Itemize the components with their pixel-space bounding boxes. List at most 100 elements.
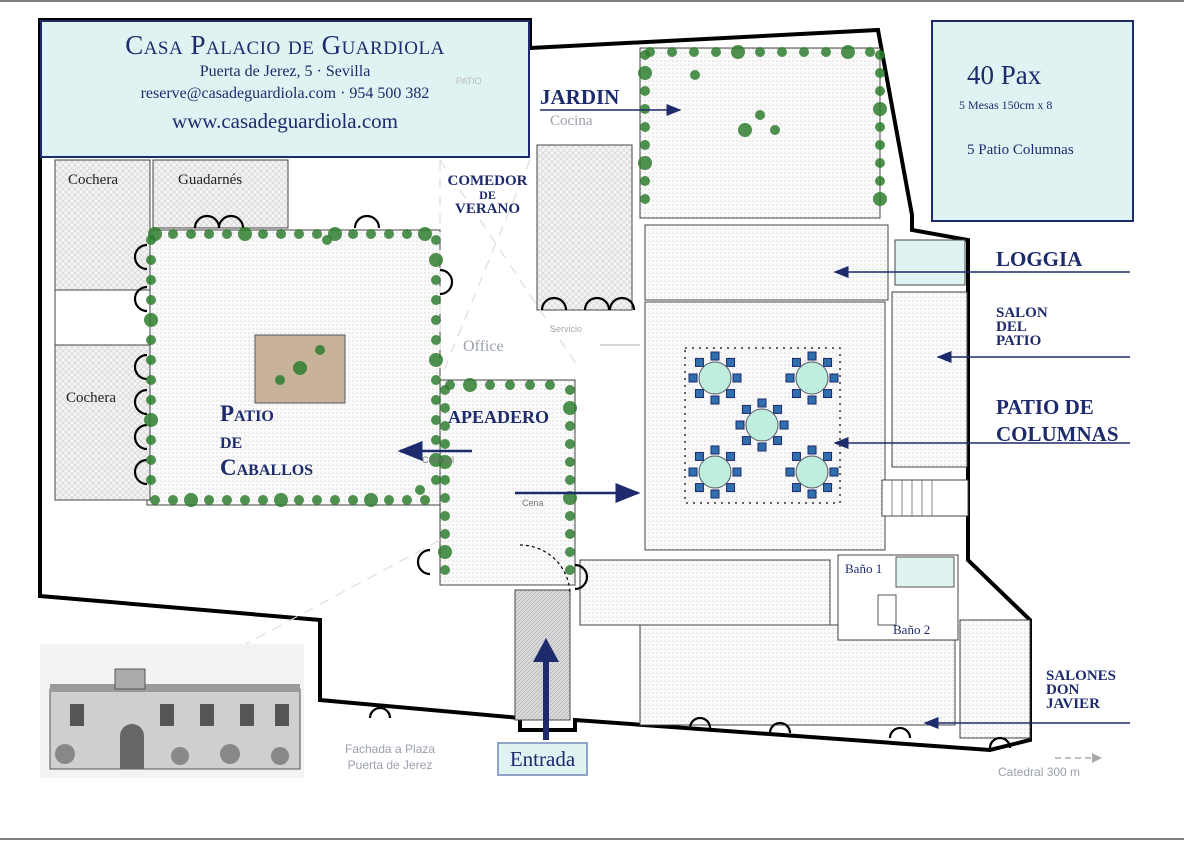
label-loggia: LOGGIA (996, 247, 1083, 271)
plant (640, 122, 650, 132)
plant (638, 66, 652, 80)
plant (565, 439, 575, 449)
chair (710, 445, 720, 455)
chair (791, 483, 801, 493)
label-patio-columnas-line1: PATIO DE (996, 395, 1094, 419)
facade-caption-line1: Fachada a Plaza (345, 742, 436, 756)
plant (429, 353, 443, 367)
round-table (688, 445, 742, 499)
label-jardin: JARDIN (540, 85, 620, 109)
plant (545, 380, 555, 390)
chair (773, 404, 783, 414)
label-cochera-2: Cochera (66, 390, 116, 406)
label-cocina: Cocina (550, 113, 593, 129)
plant (440, 511, 450, 521)
plant (438, 455, 452, 469)
plant (875, 68, 885, 78)
plant (402, 495, 412, 505)
plant (440, 475, 450, 485)
plant (799, 47, 809, 57)
label-salon-line1: SALON (996, 305, 1048, 321)
plant (294, 229, 304, 239)
chair (726, 357, 736, 367)
chair (829, 373, 839, 383)
plant (438, 545, 452, 559)
plant (440, 421, 450, 431)
plant (222, 495, 232, 505)
capacity-box: 40 Pax 5 Mesas 150cm x 8 5 Patio Columna… (931, 20, 1134, 222)
label-bano-1: Baño 1 (845, 561, 883, 576)
plant (146, 475, 156, 485)
venue-website[interactable]: www.casadeguardiola.com (171, 109, 399, 133)
chair (710, 395, 720, 405)
plant (875, 86, 885, 96)
plant (689, 47, 699, 57)
label-guadarnes: Guadarnés (178, 172, 243, 188)
plant (312, 495, 322, 505)
chair (694, 389, 704, 399)
plant (667, 47, 677, 57)
plant (875, 122, 885, 132)
chair (688, 373, 698, 383)
label-apeadero: APEADERO (448, 407, 550, 427)
label-salon-line2: DEL (996, 319, 1027, 335)
chair (694, 483, 704, 493)
table-top (795, 455, 829, 489)
label-cocktail: Cocktail (422, 455, 455, 465)
plant (640, 194, 650, 204)
plant (144, 313, 158, 327)
plant (565, 475, 575, 485)
plant (431, 335, 441, 345)
label-patio-caballos-line1: Patio (220, 401, 274, 426)
label-cochera-1: Cochera (68, 172, 118, 188)
plant (146, 355, 156, 365)
plant (440, 439, 450, 449)
plant (640, 140, 650, 150)
label-comedor-line1: COMEDOR (447, 173, 528, 189)
chair (735, 420, 745, 430)
venue-title: Casa Palacio de Guardiola (125, 30, 445, 60)
plant (384, 495, 394, 505)
plant (146, 455, 156, 465)
plant (294, 495, 304, 505)
plant (777, 47, 787, 57)
plant (873, 102, 887, 116)
plant (168, 495, 178, 505)
plant (146, 375, 156, 385)
plant (146, 295, 156, 305)
venue-contact[interactable]: reserve@casadeguardiola.com · 954 500 38… (140, 85, 430, 102)
label-comedor-line3: VERANO (454, 201, 520, 217)
plant (440, 403, 450, 413)
label-salones-line1: SALONES (1046, 668, 1117, 684)
plant (638, 156, 652, 170)
plant (485, 380, 495, 390)
tables-layer (688, 351, 839, 499)
plant (440, 565, 450, 575)
label-office: Office (463, 338, 504, 355)
plant (821, 47, 831, 57)
plant (322, 235, 332, 245)
plant (402, 229, 412, 239)
plant (431, 235, 441, 245)
plant (875, 140, 885, 150)
plant (431, 395, 441, 405)
chair (732, 467, 742, 477)
chair (726, 451, 736, 461)
plant (431, 435, 441, 445)
chair (823, 357, 833, 367)
plant (146, 395, 156, 405)
chair (785, 467, 795, 477)
label-salon-line3: PATIO (996, 333, 1042, 349)
label-salones-line3: JAVIER (1046, 696, 1100, 712)
entrance-label[interactable]: Entrada (497, 742, 588, 776)
label-salon-del-patio: SALON DEL PATIO (996, 305, 1048, 349)
header-box: Casa Palacio de Guardiola Puerta de Jere… (40, 20, 530, 158)
chair (807, 395, 817, 405)
plant (418, 227, 432, 241)
plant (146, 275, 156, 285)
chair (688, 467, 698, 477)
plant (755, 110, 765, 120)
chair (791, 357, 801, 367)
venue-address: Puerta de Jerez, 5 · Sevilla (199, 63, 371, 80)
